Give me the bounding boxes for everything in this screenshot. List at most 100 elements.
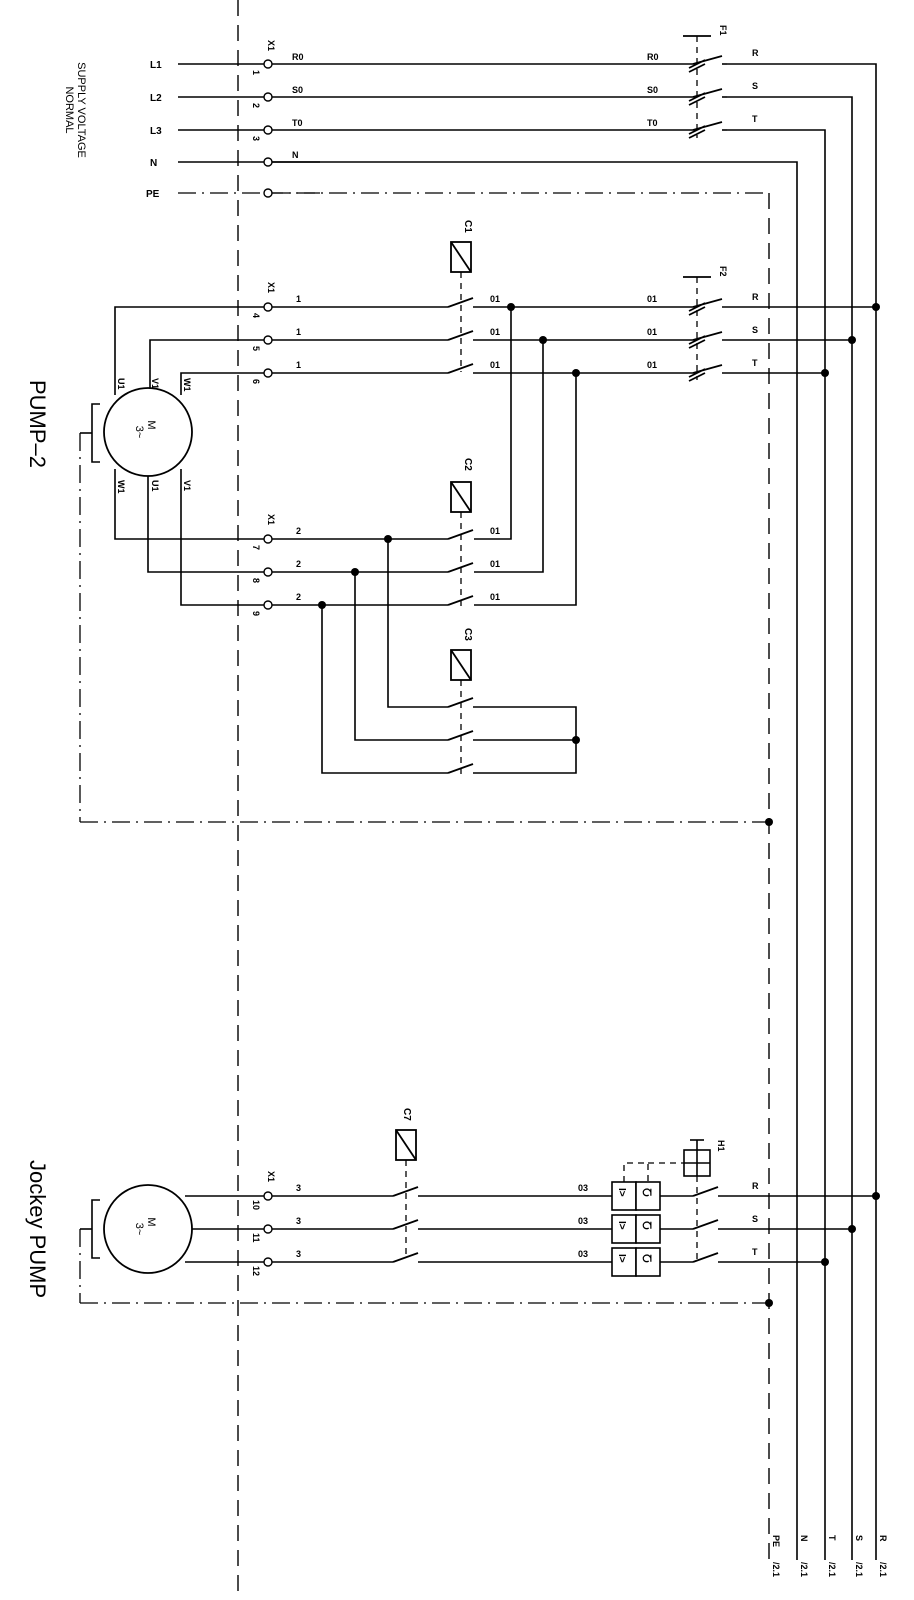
motor-pump2-term-bottom-3: V1: [182, 480, 192, 491]
f2-phase-r: R: [752, 292, 759, 302]
terminal-strip-label-4: X1: [266, 282, 276, 293]
wire-label-01-b: 01: [490, 327, 500, 337]
supply-section: NORMAL SUPPLY VOLTAGE L1 L2 L3 N PE X1 1…: [63, 40, 693, 200]
overload-relay: I> Ⴀ I> Ⴀ I> Ⴀ: [611, 1162, 693, 1277]
terminal-7: [263, 534, 273, 544]
fuse-f1-pole-s: [688, 88, 723, 106]
overload-symbol-magnetic-2: Ⴀ: [640, 1221, 652, 1230]
pump2-line-contacts: X1 4 5 6 1 1 1 01 01 01 01 01 01: [114, 282, 693, 606]
junction: [765, 1299, 773, 1307]
vertical-busbars: [265, 63, 877, 1560]
junction: [872, 1192, 880, 1200]
terminal-number-1: 1: [251, 70, 261, 75]
f1-phase-r: R: [752, 48, 759, 58]
overload-linkage: [623, 1162, 649, 1182]
motor-jockey: M 3~ Jockey PUMP: [25, 1160, 773, 1307]
terminal-number-4: 4: [251, 313, 261, 318]
wire-motor-v1: [149, 339, 264, 388]
overload-thermal-3: [611, 1247, 637, 1277]
wire-label-3-c: 3: [296, 1249, 301, 1259]
busbar-t: [727, 129, 826, 1560]
motor-pump2-term-top-2: V1: [150, 378, 160, 389]
wire-motor-u1: [114, 306, 264, 395]
motor-pump2-earth-bracket: [91, 403, 100, 463]
terminal-number-9: 9: [251, 611, 261, 616]
junction: [821, 369, 829, 377]
terminal-2: [263, 92, 273, 102]
ref-s-label: S: [854, 1535, 864, 1541]
supply-line-pe: PE: [146, 189, 160, 200]
terminal-3: [263, 125, 273, 135]
wire-label-01-e: 01: [647, 327, 657, 337]
terminal-strip-label-10: X1: [266, 1171, 276, 1182]
terminal-number-7: 7: [251, 545, 261, 550]
motor-jockey-earth-bracket: [91, 1199, 100, 1259]
ref-n-label: N: [799, 1535, 809, 1542]
motor-jockey-phase: 3~: [133, 1223, 145, 1236]
terminal-number-8: 8: [251, 578, 261, 583]
switch-h1-label: H1: [716, 1140, 726, 1152]
contactor-c2: C2: [450, 458, 473, 606]
fuse-f2-pole-r: [688, 298, 723, 316]
c1-contact-c: [447, 363, 474, 374]
overload-symbol-thermal-3: I>: [616, 1254, 627, 1263]
fuse-f2-pole-t: [688, 364, 723, 382]
busbar-r: [727, 63, 877, 1560]
terminal-n: [263, 157, 273, 167]
terminal-number-2: 2: [251, 103, 261, 108]
wire-label-3-b: 3: [296, 1216, 301, 1226]
label-n: N: [292, 150, 299, 160]
h1-contact-r: [692, 1186, 719, 1197]
overload-symbol-thermal-1: I>: [616, 1188, 627, 1197]
motor-jockey-title: Jockey PUMP: [25, 1160, 50, 1298]
ref-t-page: /2.1: [827, 1562, 837, 1577]
motor-pump2-title: PUMP–2: [25, 380, 50, 468]
supply-line-l3: L3: [150, 126, 162, 137]
wire-label-01-g: 01: [490, 526, 500, 536]
contactor-c3-label: C3: [462, 628, 473, 641]
h1-contact-s: [692, 1219, 719, 1230]
f2-phase-s: S: [752, 325, 758, 335]
terminal-number-12: 12: [251, 1266, 261, 1276]
fuse-f1-label: F1: [718, 25, 728, 36]
wire-label-03-a: 03: [578, 1183, 588, 1193]
c7-contact-c: [392, 1252, 419, 1263]
c7-contact-b: [392, 1219, 419, 1230]
fuse-f2: F2 R S T: [683, 266, 880, 382]
terminal-number-5: 5: [251, 346, 261, 351]
contactor-c7-coil-diagonal: [395, 1129, 417, 1161]
busbar-s: [727, 96, 853, 1560]
c1-contact-a: [447, 297, 474, 308]
motor-jockey-letter: M: [145, 1217, 157, 1226]
label-r0-right: R0: [647, 52, 659, 62]
c3-contact-a: [447, 697, 474, 708]
pump2-delta-contacts: X1 7 8 9 2 2 2 01 01 01: [114, 469, 500, 774]
ref-t-label: T: [827, 1535, 837, 1541]
label-t0-left: T0: [292, 118, 303, 128]
f2-phase-t: T: [752, 358, 758, 368]
junction: [765, 818, 773, 826]
ref-r-page: /2.1: [878, 1562, 888, 1577]
overload-symbol-magnetic-3: Ⴀ: [640, 1254, 652, 1263]
ref-pe-page: /2.1: [771, 1562, 781, 1577]
h1-phase-t: T: [752, 1247, 758, 1257]
terminal-5: [263, 335, 273, 345]
contactor-c7-label: C7: [401, 1108, 412, 1121]
motor-pump2-term-top-3: W1: [182, 378, 192, 392]
overload-symbol-magnetic-1: Ⴀ: [640, 1188, 652, 1197]
fuse-f1: F1 R S T: [683, 25, 759, 139]
f1-phase-t: T: [752, 114, 758, 124]
terminal-pe: [263, 188, 273, 198]
motor-pump2-phase: 3~: [133, 426, 145, 439]
wire-c2-feed-c: [474, 373, 577, 606]
ref-s-page: /2.1: [854, 1562, 864, 1577]
contactor-c2-label: C2: [462, 458, 473, 471]
motor-pump2-term-top-1: U1: [116, 378, 126, 390]
overload-thermal-2: [611, 1214, 637, 1244]
terminal-11: [263, 1224, 273, 1234]
switch-h1: H1 R S T: [683, 1139, 880, 1266]
wire-label-2-c: 2: [296, 592, 301, 602]
wire-label-03-c: 03: [578, 1249, 588, 1259]
junction: [848, 336, 856, 344]
